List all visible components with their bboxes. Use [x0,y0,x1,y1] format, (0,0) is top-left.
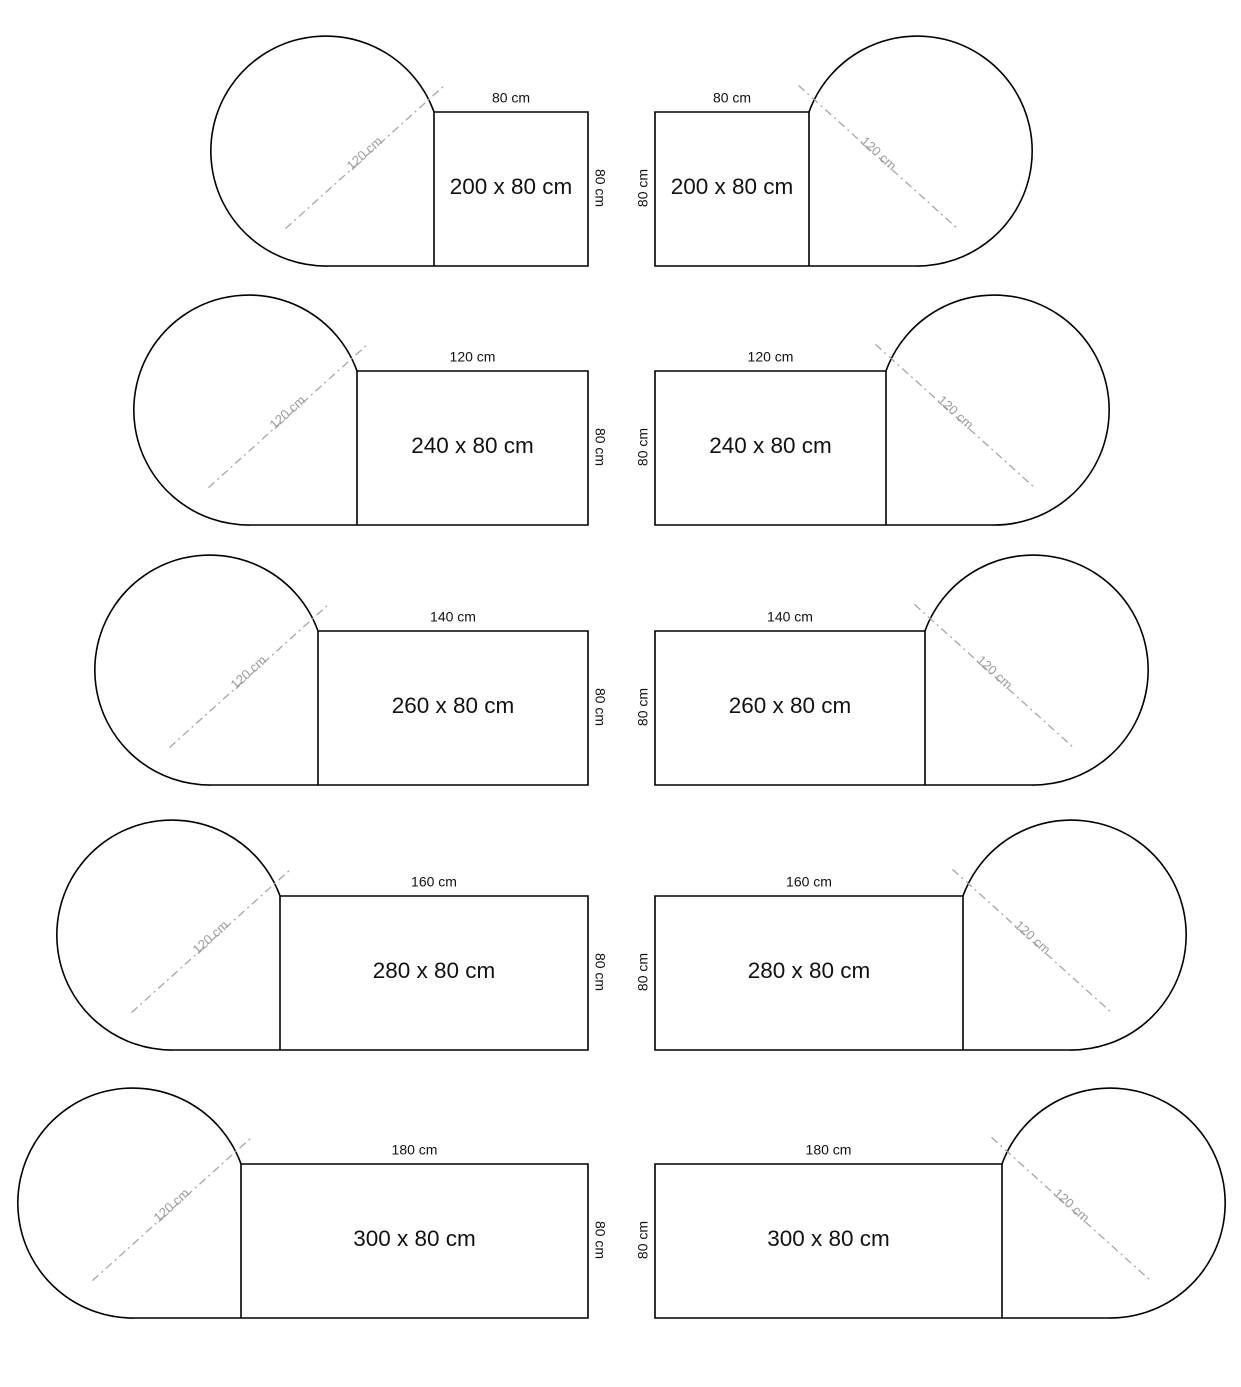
width-label: 160 cm [411,874,457,890]
table-outline [94,554,589,786]
depth-label: 80 cm [592,428,608,466]
width-label: 120 cm [748,349,794,365]
table-outline [133,294,589,526]
table-outline [654,554,1149,786]
diameter-label: 120 cm [858,133,900,173]
size-label: 260 x 80 cm [392,693,515,718]
width-label: 180 cm [806,1142,852,1158]
table-shape-right-5: 120 cm 300 x 80 cm 180 cm 80 cm [635,1087,1226,1319]
depth-label: 80 cm [635,1221,651,1259]
depth-label: 80 cm [635,428,651,466]
size-label: 240 x 80 cm [411,433,534,458]
depth-label: 80 cm [635,688,651,726]
diameter-label: 120 cm [1012,917,1054,957]
table-outline [654,294,1110,526]
size-label: 300 x 80 cm [353,1226,476,1251]
diameter-label: 120 cm [1051,1185,1093,1225]
size-label: 280 x 80 cm [373,958,496,983]
depth-label: 80 cm [592,953,608,991]
depth-label: 80 cm [635,169,651,207]
table-shape-right-3: 120 cm 260 x 80 cm 140 cm 80 cm [635,554,1149,786]
width-label: 80 cm [492,90,530,106]
width-label: 140 cm [767,609,813,625]
table-shape-left-5: 120 cm 300 x 80 cm 180 cm 80 cm [17,1087,608,1319]
width-label: 140 cm [430,609,476,625]
width-label: 120 cm [450,349,496,365]
diameter-label: 120 cm [343,133,385,173]
diameter-label: 120 cm [974,652,1016,692]
table-outline [210,35,589,267]
size-label: 280 x 80 cm [748,958,871,983]
width-label: 160 cm [786,874,832,890]
table-outline [654,819,1187,1051]
table-shape-right-4: 120 cm 280 x 80 cm 160 cm 80 cm [635,819,1187,1051]
size-label: 200 x 80 cm [671,174,794,199]
size-label: 300 x 80 cm [767,1226,890,1251]
size-label: 200 x 80 cm [450,174,573,199]
diameter-label: 120 cm [150,1185,192,1225]
size-label: 260 x 80 cm [729,693,852,718]
depth-label: 80 cm [592,1221,608,1259]
table-outline [654,35,1033,267]
diameter-label: 120 cm [189,917,231,957]
table-outline [17,1087,589,1319]
depth-label: 80 cm [635,953,651,991]
size-label: 240 x 80 cm [709,433,832,458]
depth-label: 80 cm [592,169,608,207]
depth-label: 80 cm [592,688,608,726]
diameter-label: 120 cm [227,652,269,692]
table-shape-left-4: 120 cm 280 x 80 cm 160 cm 80 cm [56,819,608,1051]
table-shape-left-1: 120 cm 200 x 80 cm 80 cm 80 cm [210,35,608,267]
table-shape-left-3: 120 cm 260 x 80 cm 140 cm 80 cm [94,554,608,786]
table-shape-right-2: 120 cm 240 x 80 cm 120 cm 80 cm [635,294,1110,526]
diameter-label: 120 cm [266,392,308,432]
table-shape-right-1: 120 cm 200 x 80 cm 80 cm 80 cm [635,35,1033,267]
table-shape-left-2: 120 cm 240 x 80 cm 120 cm 80 cm [133,294,608,526]
diameter-label: 120 cm [935,392,977,432]
table-outline [654,1087,1226,1319]
width-label: 80 cm [713,90,751,106]
width-label: 180 cm [392,1142,438,1158]
table-outline [56,819,589,1051]
